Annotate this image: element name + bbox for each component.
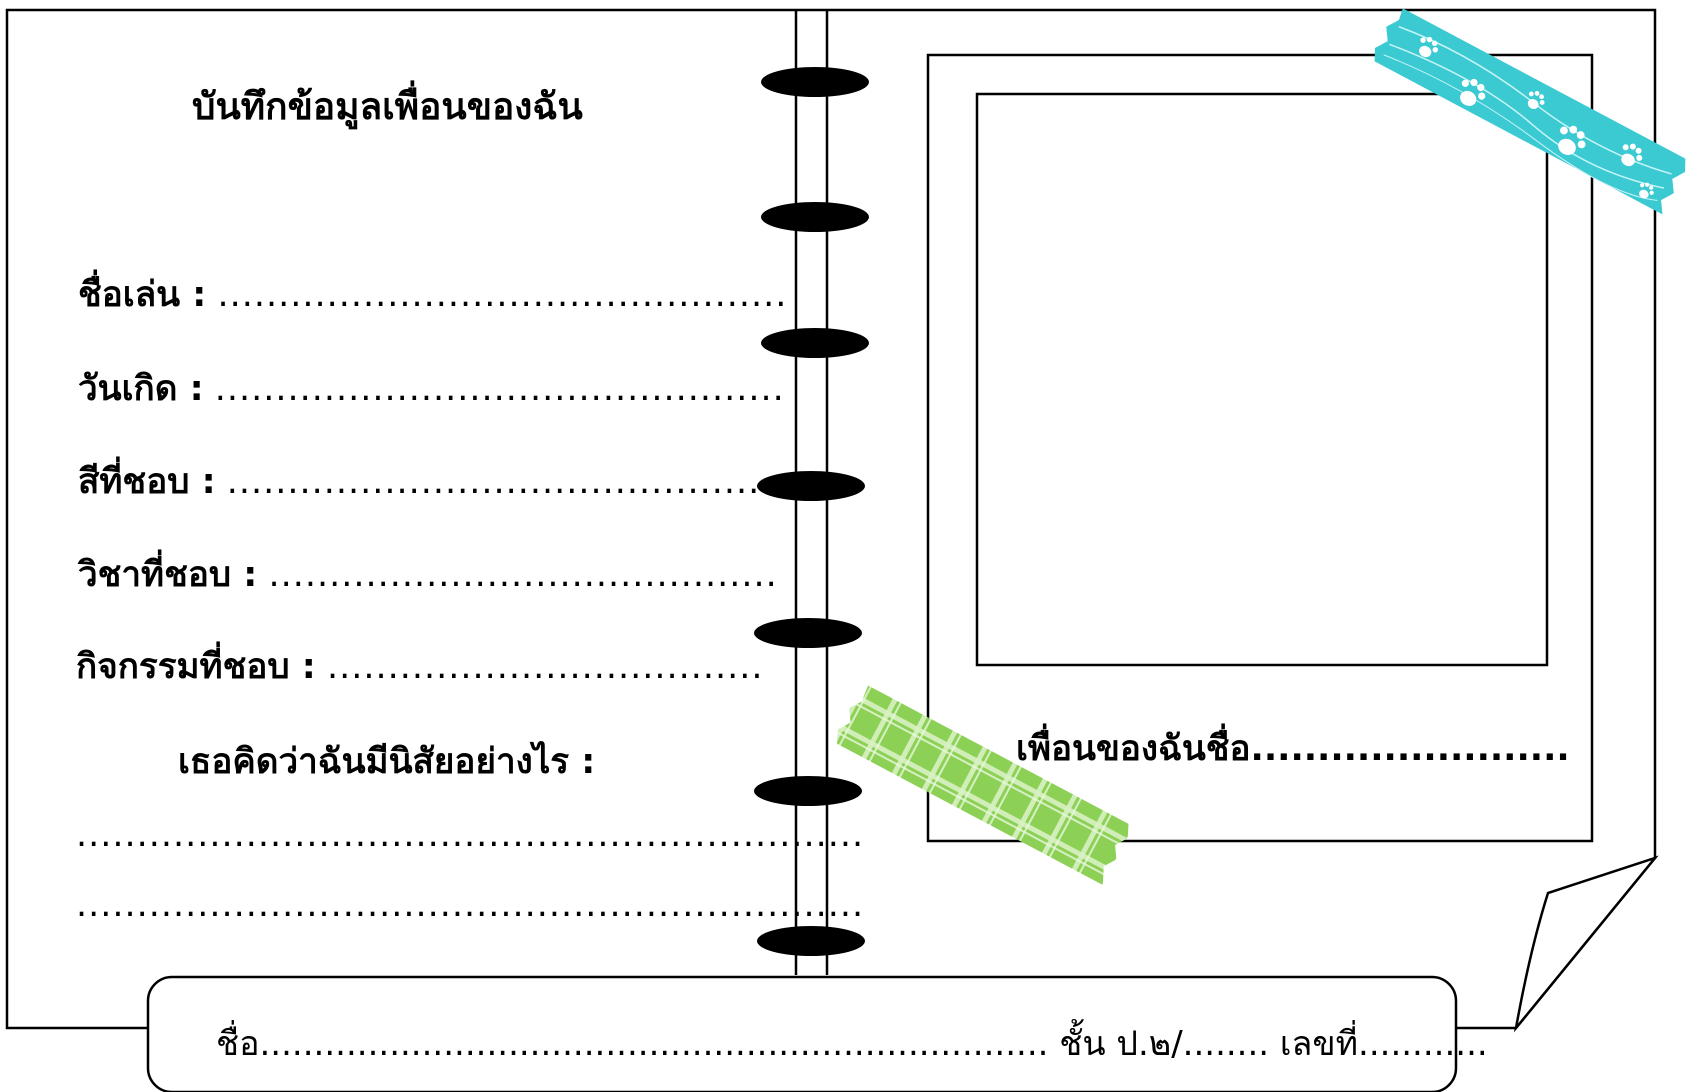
answer-line-1[interactable]: ........................................… (76, 815, 865, 855)
field-blank[interactable]: .................................... (326, 647, 764, 687)
field-label: ชื่อเล่น : (78, 275, 207, 315)
field-birthday: วันเกิด : ..............................… (78, 372, 785, 407)
answer-line-2[interactable]: ........................................… (76, 885, 865, 925)
field-favorite-activity: กิจกรรมที่ชอบ : ........................… (76, 650, 763, 685)
field-favorite-subject: วิชาที่ชอบ : ...........................… (78, 558, 778, 593)
field-label: กิจกรรมที่ชอบ : (76, 647, 316, 687)
photo-placeholder (975, 92, 1549, 667)
field-label: วิชาที่ชอบ : (78, 555, 258, 595)
field-favorite-color: สีที่ชอบ : .............................… (78, 465, 772, 500)
field-nickname: ชื่อเล่น : .............................… (78, 278, 787, 313)
personality-question: เธอคิดว่าฉันมีนิสัยอย่างไร : (178, 742, 596, 782)
field-label: วันเกิด : (78, 369, 204, 409)
spiral-ring-icon (754, 67, 869, 956)
blue-tape (1374, 8, 1686, 215)
field-blank[interactable]: ........................................… (226, 462, 773, 502)
field-label: สีที่ชอบ : (78, 462, 216, 502)
green-tape (837, 685, 1129, 886)
page-curl (1513, 855, 1659, 1033)
photo-caption[interactable]: เพื่อนของฉันชื่อ........................ (1016, 729, 1570, 769)
field-blank[interactable]: ........................................… (217, 275, 788, 315)
footer-box (146, 975, 1458, 1092)
page-title: บันทึกข้อมูลเพื่อนของฉัน (192, 85, 583, 128)
field-blank[interactable]: ........................................… (214, 369, 785, 409)
field-blank[interactable]: ........................................… (268, 555, 778, 595)
student-info-line[interactable]: ชื่อ....................................… (216, 1024, 1488, 1064)
